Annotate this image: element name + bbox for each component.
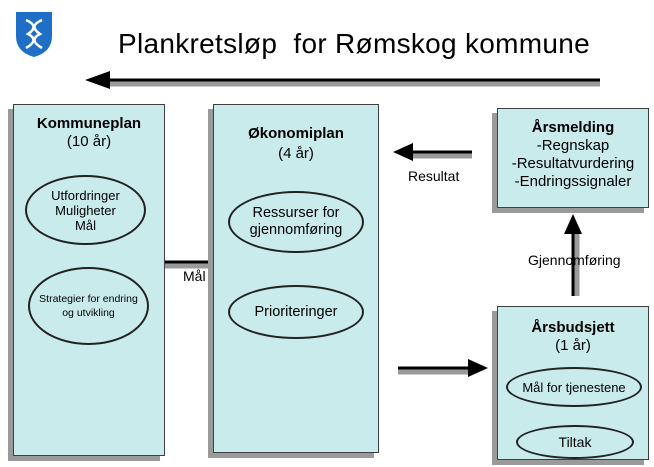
arsbudsjett-subtitle: (1 år) bbox=[555, 337, 591, 354]
okonomiplan-box: Økonomiplan (4 år) Ressurser for gjennom… bbox=[213, 104, 379, 453]
resultat-label: Resultat bbox=[408, 168, 460, 184]
kommuneplan-box: Kommuneplan (10 år) Utfordringer Mulighe… bbox=[13, 104, 165, 456]
arsmelding-line-endringssignaler: -Endringssignaler bbox=[514, 173, 632, 190]
arsbudsjett-title: Årsbudsjett bbox=[531, 319, 615, 336]
cycle-return-arrow bbox=[85, 71, 600, 89]
gjennomforing-arrow bbox=[564, 214, 582, 296]
kommuneplan-title: Kommuneplan bbox=[36, 115, 142, 132]
arsmelding-line-resultatvurdering: -Resultatvurdering bbox=[511, 155, 635, 172]
arsmelding-line-regnskap: -Regnskap bbox=[536, 137, 610, 154]
page-title: Plankretsløp for Rømskog kommune bbox=[118, 28, 591, 59]
okonomiplan-subtitle: (4 år) bbox=[278, 145, 314, 162]
arsmelding-box: Årsmelding -Regnskap -Resultatvurdering … bbox=[497, 108, 649, 208]
arsbudsjett-box: Årsbudsjett (1 år) Mål for tjenestene Ti… bbox=[497, 306, 649, 460]
arsbudsjett-ellipse-goals: Mål for tjenestene bbox=[506, 367, 642, 407]
kommuneplan-subtitle: (10 år) bbox=[66, 133, 112, 150]
arsmelding-title: Årsmelding bbox=[531, 119, 615, 136]
kommuneplan-ellipse-strategies: Strategier for endring og utvikling bbox=[28, 267, 149, 345]
resultat-arrow bbox=[393, 143, 472, 161]
gjennomforing-label: Gjennomføring bbox=[528, 252, 621, 268]
okonomiplan-ellipse-resources: Ressurser for gjennomføring bbox=[228, 191, 364, 253]
kommuneplan-ellipse-goals: Utfordringer Muligheter Mål bbox=[25, 175, 146, 245]
budsjett-arrow bbox=[398, 359, 488, 377]
okonomiplan-title: Økonomiplan bbox=[248, 125, 344, 142]
romskog-coat-of-arms-icon bbox=[16, 12, 52, 57]
mal-label: Mål bbox=[183, 268, 206, 284]
okonomiplan-ellipse-priorities: Prioriteringer bbox=[228, 285, 364, 339]
arsbudsjett-ellipse-tiltak: Tiltak bbox=[516, 425, 634, 459]
